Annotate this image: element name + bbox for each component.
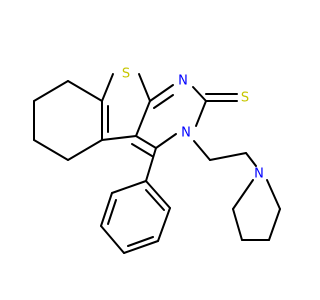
bond-ph-inner-3 [145, 189, 165, 211]
nitrogen-pyrrolidine-label: N [254, 167, 264, 182]
bond-ph-inner-2 [127, 236, 154, 247]
bond-ph6-ph1 [145, 180, 171, 209]
sulfur-thione-label: S [241, 91, 249, 106]
nitrogen-ring-label: N [178, 74, 188, 89]
bond-pyrr-c1-c2 [268, 208, 281, 241]
bond-c4a-c4 [101, 135, 137, 141]
bond-ch2-n-pyrr [245, 152, 257, 167]
bond-c4-c4a-double [131, 143, 153, 157]
bond-c4-ph1 [145, 147, 157, 182]
bond-ph1-ph2 [111, 180, 147, 194]
bond-c6-c1 [33, 80, 69, 102]
bond-ph2-ph3 [100, 192, 113, 227]
bond-ph5-ph6 [157, 207, 171, 242]
bond-c2-n3 [195, 100, 207, 127]
bond-c7a-n1 [149, 84, 174, 102]
structure-canvas: S N S N N [33, 66, 281, 254]
bond-s-c7a [138, 73, 151, 102]
bond-c4-c4a [135, 135, 157, 149]
bond-pyrr-c3-c4 [232, 208, 243, 241]
bond-n1-c2 [192, 86, 207, 102]
bond-c7a-n1-double [153, 94, 174, 109]
bonds [33, 73, 281, 254]
bond-ph-inner-1 [107, 199, 117, 225]
bond-n-pyrr-c1 [266, 179, 281, 210]
bond-c3-c4 [67, 139, 103, 161]
bond-pyrr-c4-n [232, 179, 254, 210]
molecule-drawing: S N S N N [33, 67, 281, 254]
bond-n3-ch2 [193, 140, 211, 161]
bond-c5-s [101, 73, 114, 102]
bond-c5-c6 [67, 80, 103, 102]
atom-labels: S N S N N [122, 67, 264, 182]
nitrogen-ring3-label: N [181, 126, 191, 141]
bond-ch2-ch2 [209, 152, 247, 161]
sulfur-ring-label: S [122, 67, 130, 82]
bond-c7a-c4a [135, 100, 151, 137]
bond-c2-c3 [33, 139, 69, 161]
bond-ph3-ph4 [100, 225, 125, 254]
bond-n3-c4 [155, 133, 177, 149]
bond-ph4-ph5 [123, 240, 159, 254]
